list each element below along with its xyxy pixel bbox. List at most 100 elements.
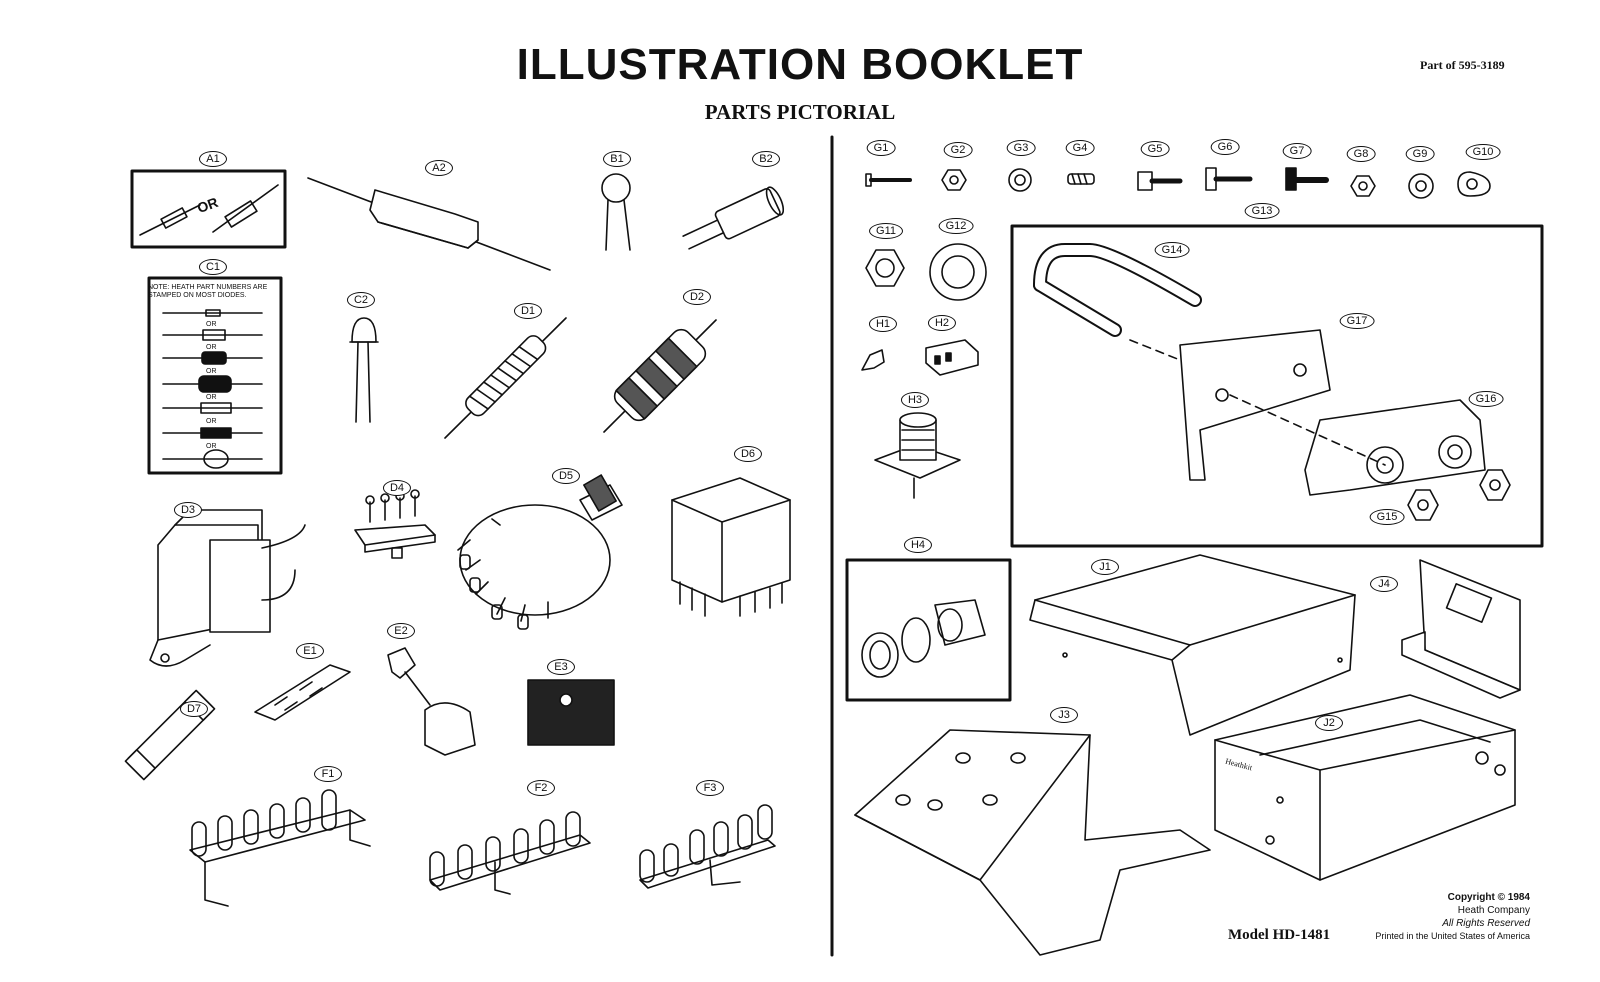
part-c1-box bbox=[147, 276, 283, 475]
label-d5: D5 bbox=[551, 468, 581, 484]
c1-or-4: OR bbox=[206, 394, 217, 401]
copyright-line: Copyright © 1984 bbox=[1447, 892, 1530, 903]
part-h1-contact bbox=[861, 349, 885, 371]
label-d4: D4 bbox=[382, 480, 412, 496]
part-d5-rotary-switch bbox=[457, 474, 623, 630]
label-f2: F2 bbox=[527, 780, 555, 796]
label-g7: G7 bbox=[1282, 143, 1312, 159]
part-a2-resistor bbox=[369, 189, 479, 249]
label-j2: J2 bbox=[1315, 715, 1343, 731]
label-g11: G11 bbox=[869, 223, 903, 239]
part-g16-bracket bbox=[1304, 399, 1486, 496]
label-j3: J3 bbox=[1050, 707, 1078, 723]
label-b2: B2 bbox=[752, 151, 780, 167]
c1-or-6: OR bbox=[206, 443, 217, 450]
part-c2-led bbox=[351, 317, 377, 343]
part-b2-capacitor bbox=[682, 186, 785, 250]
part-f2-terminal-strip bbox=[429, 811, 591, 895]
part-e2-strain-relief bbox=[387, 647, 476, 756]
part-g10-solder-lug bbox=[1457, 171, 1491, 197]
label-a2: A2 bbox=[425, 160, 453, 176]
label-g9: G9 bbox=[1405, 146, 1435, 162]
part-j3-chassis bbox=[854, 729, 1211, 956]
printed-line: Printed in the United States of America bbox=[1375, 931, 1530, 941]
label-g12: G12 bbox=[938, 218, 974, 234]
part-h2-connector bbox=[925, 339, 979, 376]
label-c2: C2 bbox=[346, 292, 376, 308]
part-g9-lockwasher bbox=[1408, 173, 1434, 199]
part-g12-washer bbox=[929, 243, 987, 301]
part-a1-box bbox=[130, 169, 287, 249]
part-number: Part of 595-3189 bbox=[1420, 58, 1505, 72]
label-g15: G15 bbox=[1369, 509, 1405, 525]
label-e2: E2 bbox=[387, 623, 415, 639]
part-f1-terminal-strip bbox=[189, 789, 371, 907]
part-d1-coil bbox=[465, 335, 547, 417]
label-e1: E1 bbox=[296, 643, 324, 659]
part-g1-screw bbox=[865, 173, 912, 187]
label-f1: F1 bbox=[314, 766, 342, 782]
label-h1: H1 bbox=[868, 316, 898, 332]
part-j2-chassis bbox=[1214, 694, 1516, 881]
part-g3-lockwasher bbox=[1008, 168, 1032, 192]
part-g4-setscrew bbox=[1067, 173, 1095, 185]
c1-or-1: OR bbox=[206, 321, 217, 328]
label-e3: E3 bbox=[547, 659, 575, 675]
part-a1-resistor-2 bbox=[224, 200, 258, 228]
label-d7: D7 bbox=[179, 701, 209, 717]
part-c1-note: NOTE: HEATH PART NUMBERS ARE STAMPED ON … bbox=[148, 284, 268, 299]
part-a1-resistor-1 bbox=[160, 207, 188, 229]
part-g11-nut bbox=[865, 249, 905, 287]
label-g16: G16 bbox=[1468, 391, 1504, 407]
label-h2: H2 bbox=[927, 315, 957, 331]
rights-line: All Rights Reserved bbox=[1442, 918, 1530, 929]
part-h4-connector bbox=[861, 599, 986, 678]
label-g10: G10 bbox=[1465, 144, 1501, 160]
label-d6: D6 bbox=[733, 446, 763, 462]
part-g14-u-bolt bbox=[1033, 243, 1202, 337]
label-g2: G2 bbox=[943, 142, 973, 158]
label-j1: J1 bbox=[1091, 559, 1119, 575]
part-g15-nut bbox=[1407, 489, 1439, 521]
part-e3-insulator bbox=[527, 679, 615, 746]
part-d2-choke bbox=[613, 328, 707, 422]
part-g2-nut bbox=[941, 169, 967, 191]
part-g6-screw bbox=[1205, 167, 1253, 191]
part-h4-box bbox=[845, 558, 1012, 702]
model-number: Model HD-1481 bbox=[1228, 927, 1331, 943]
label-a1: A1 bbox=[199, 151, 227, 167]
label-g8: G8 bbox=[1346, 146, 1376, 162]
label-d1: D1 bbox=[513, 303, 543, 319]
label-j4: J4 bbox=[1370, 576, 1398, 592]
part-d3-transformer bbox=[149, 509, 306, 667]
label-d3: D3 bbox=[173, 502, 203, 518]
page-title: ILLUSTRATION BOOKLET bbox=[516, 40, 1084, 89]
label-g17: G17 bbox=[1339, 313, 1375, 329]
label-h3: H3 bbox=[900, 392, 930, 408]
part-g15-nut-2 bbox=[1479, 469, 1511, 501]
part-e1-plate bbox=[254, 664, 351, 721]
part-g7-screw bbox=[1285, 167, 1329, 191]
part-g17-plate bbox=[1179, 329, 1331, 481]
part-d6-relay bbox=[671, 477, 791, 617]
c1-or-5: OR bbox=[206, 418, 217, 425]
part-d4-switch bbox=[354, 489, 436, 559]
part-h3-so239 bbox=[874, 412, 961, 499]
label-h4: H4 bbox=[903, 537, 933, 553]
label-g13: G13 bbox=[1244, 203, 1280, 219]
part-j4-bracket bbox=[1401, 559, 1521, 699]
label-g5: G5 bbox=[1140, 141, 1170, 157]
label-c1: C1 bbox=[198, 259, 228, 275]
label-g14: G14 bbox=[1154, 242, 1190, 258]
label-g1: G1 bbox=[866, 140, 896, 156]
label-d2: D2 bbox=[682, 289, 712, 305]
company-name: Heath Company bbox=[1457, 905, 1530, 916]
label-f3: F3 bbox=[696, 780, 724, 796]
part-g8-nut bbox=[1350, 175, 1376, 197]
c1-or-3: OR bbox=[206, 368, 217, 375]
c1-or-2: OR bbox=[206, 344, 217, 351]
label-g4: G4 bbox=[1065, 140, 1095, 156]
label-g6: G6 bbox=[1210, 139, 1240, 155]
label-g3: G3 bbox=[1006, 140, 1036, 156]
